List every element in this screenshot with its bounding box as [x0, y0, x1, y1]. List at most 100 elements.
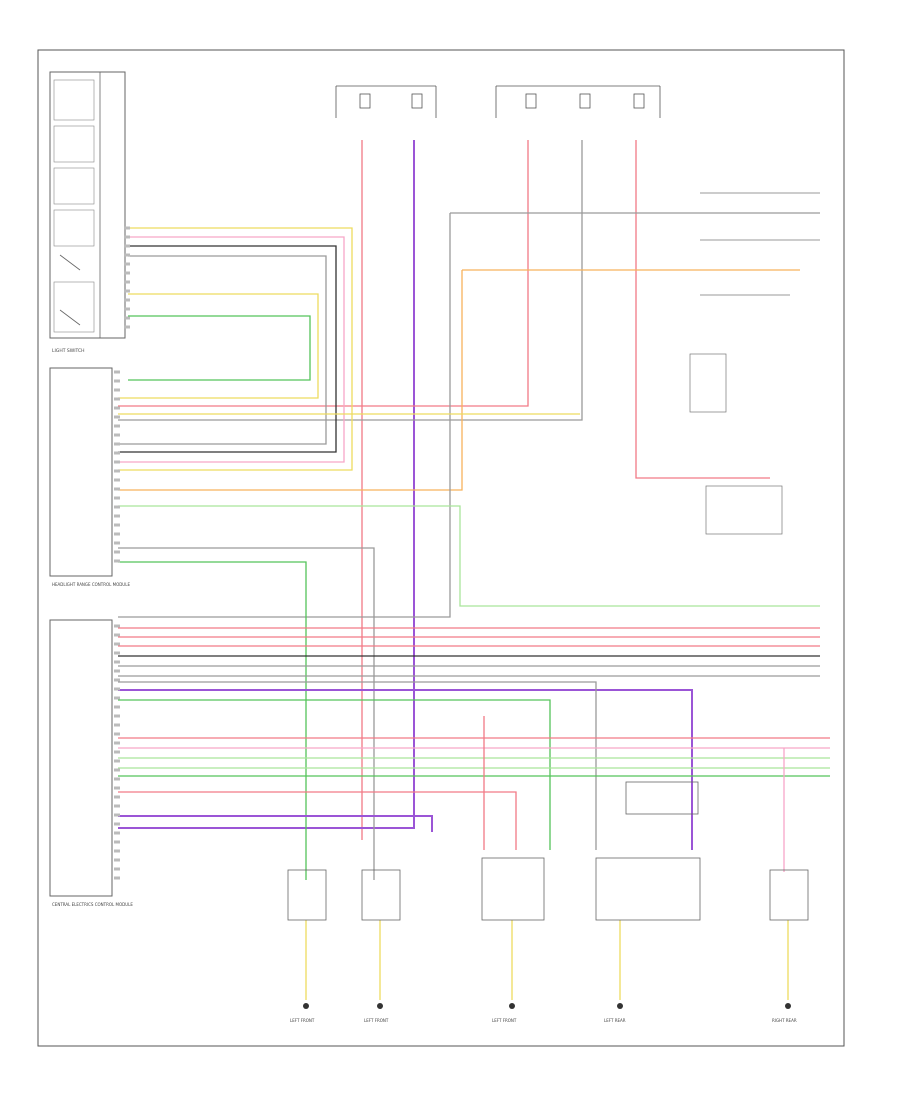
- wire-violet: [118, 689, 693, 850]
- wire-violet: [118, 140, 415, 829]
- connector-pin: [124, 226, 130, 230]
- wire-red: [118, 140, 529, 407]
- connector-pin: [114, 714, 120, 718]
- wire-red: [635, 140, 770, 479]
- wire-yellow: [118, 227, 353, 471]
- connector-pin: [114, 687, 120, 691]
- wire-green: [118, 699, 551, 850]
- connector-pin: [114, 669, 120, 673]
- connector-pin: [124, 289, 130, 293]
- connector-pin: [114, 849, 120, 853]
- bottom-label-3: LEFT FRONT: [492, 1018, 517, 1023]
- connector-pin: [114, 705, 120, 709]
- wires: [118, 140, 830, 1000]
- wire-green: [128, 315, 311, 381]
- connector-pin: [124, 271, 130, 275]
- connector-pin: [114, 822, 120, 826]
- connector-pin: [114, 550, 120, 554]
- connector-pin: [124, 244, 130, 248]
- wire-lightgreen: [118, 505, 820, 607]
- connector-pin: [114, 840, 120, 844]
- connector-pin: [124, 262, 130, 266]
- connector-pin: [114, 415, 120, 419]
- connector-pin: [114, 532, 120, 536]
- connector-pin: [114, 424, 120, 428]
- module-lower-label: CENTRAL ELECTRICS CONTROL MODULE: [52, 902, 133, 907]
- connector-pin: [114, 478, 120, 482]
- connector-pin: [114, 795, 120, 799]
- right-connectors-top: [689, 192, 820, 535]
- connector-pin: [114, 867, 120, 871]
- connector-pin: [114, 660, 120, 664]
- connector-pin: [114, 514, 120, 518]
- connector-pin: [114, 442, 120, 446]
- bottom-label-4: LEFT REAR: [604, 1018, 626, 1023]
- connector-pin: [114, 858, 120, 862]
- connector-pin: [114, 496, 120, 500]
- module-upper-label: HEADLIGHT RANGE CONTROL MODULE: [52, 582, 130, 587]
- bottom-label-5: RIGHT REAR: [772, 1018, 797, 1023]
- module-lower: CENTRAL ELECTRICS CONTROL MODULE: [49, 619, 133, 907]
- connector-pin: [124, 235, 130, 239]
- connector-pin: [114, 696, 120, 700]
- wire-violet: [118, 815, 433, 832]
- wire-green: [118, 561, 307, 880]
- connector-pin: [114, 750, 120, 754]
- connector-pin: [114, 831, 120, 835]
- connector-pin: [114, 777, 120, 781]
- connector-pin: [114, 732, 120, 736]
- module-upper: HEADLIGHT RANGE CONTROL MODULE: [49, 367, 130, 587]
- connector-pin: [114, 741, 120, 745]
- bottom-components: [287, 781, 809, 921]
- connector-pin: [114, 768, 120, 772]
- connector-pin: [114, 804, 120, 808]
- connector-pin: [114, 633, 120, 637]
- light-switch: LIGHT SWITCH: [49, 71, 126, 354]
- wire-gray: [118, 681, 597, 850]
- connector-pin: [114, 541, 120, 545]
- connector-pin: [114, 651, 120, 655]
- wire-black: [118, 245, 337, 453]
- wire-yellow: [118, 293, 319, 399]
- light-switch-label: LIGHT SWITCH: [52, 348, 85, 354]
- wire-gray: [118, 255, 327, 445]
- wire-gray: [118, 547, 375, 880]
- connector-pin: [114, 487, 120, 491]
- ground-points: [303, 1003, 791, 1009]
- connector-pin: [114, 460, 120, 464]
- connector-pin: [114, 759, 120, 763]
- connector-pin: [114, 786, 120, 790]
- fuse-blocks-top: [335, 85, 661, 118]
- connector-pin: [124, 298, 130, 302]
- wire-red: [118, 791, 517, 850]
- connector-pin: [114, 523, 120, 527]
- connector-pin: [124, 316, 130, 320]
- wire-orange: [118, 270, 463, 491]
- connector-pin: [124, 307, 130, 311]
- connector-pin: [114, 406, 120, 410]
- connector-pins: [114, 226, 130, 880]
- connector-pin: [124, 325, 130, 329]
- connector-pin: [114, 642, 120, 646]
- connector-pin: [114, 624, 120, 628]
- connector-pin: [114, 433, 120, 437]
- connector-pin: [114, 876, 120, 880]
- connector-pin: [114, 813, 120, 817]
- connector-pin: [114, 388, 120, 392]
- connector-pin: [124, 253, 130, 257]
- bottom-label-2: LEFT FRONT: [364, 1018, 389, 1023]
- connector-pin: [114, 559, 120, 563]
- connector-pin: [114, 469, 120, 473]
- connector-pin: [114, 723, 120, 727]
- wire-pink: [118, 236, 345, 463]
- connector-pin: [114, 451, 120, 455]
- wire-gray: [118, 213, 451, 618]
- connector-pin: [114, 505, 120, 509]
- connector-pin: [124, 280, 130, 284]
- wire-gray: [118, 140, 583, 421]
- diagram-frame: [37, 49, 845, 1047]
- connector-pin: [114, 379, 120, 383]
- connector-pin: [114, 370, 120, 374]
